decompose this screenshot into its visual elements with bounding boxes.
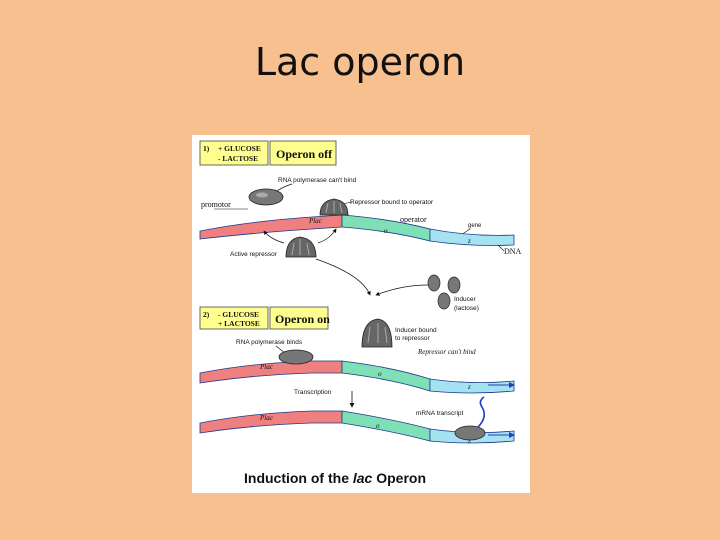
- state1-z-label: z: [467, 237, 471, 245]
- lac-operon-diagram: 1) + GLUCOSE - LACTOSE Operon off RNA po…: [199, 140, 522, 486]
- state1-condition-lactose: - LACTOSE: [218, 154, 258, 163]
- state3-plac-label: Plac: [259, 414, 274, 422]
- state1-rna-polymerase-note: RNA polymerase can't bind: [278, 177, 357, 184]
- state1-status: Operon off: [276, 147, 333, 161]
- state2-gene-region: [429, 378, 515, 394]
- state1-promoter-label: promotor: [201, 200, 231, 209]
- state1-rna-polymerase: [248, 188, 284, 206]
- state1-dna-label: DNA: [504, 247, 522, 256]
- state1-status-box: [269, 140, 337, 166]
- inducer-bound-label: Inducer bound: [395, 327, 437, 334]
- state3-z-label: z: [467, 437, 471, 445]
- state2-number: 2): [203, 310, 210, 319]
- inducer-molecules: [427, 274, 461, 310]
- figure-caption: Induction of the lac Operon: [244, 470, 426, 486]
- slide-title: Lac operon: [254, 40, 466, 84]
- state2-condition-box: [199, 306, 269, 330]
- state2-plac-label: Plac: [259, 363, 274, 371]
- state1-operator-label: operator: [400, 215, 427, 224]
- state1-repressor-bound-note: Repressor bound to operator: [350, 199, 434, 206]
- mrna-strand: [477, 396, 486, 428]
- inducer-bound-sublabel: to repressor: [395, 335, 431, 342]
- state2-rna-polymerase-note: RNA polymerase binds: [236, 339, 303, 346]
- state2-rna-polymerase: [278, 349, 314, 365]
- lac-operon-figure: 1) + GLUCOSE - LACTOSE Operon off RNA po…: [192, 135, 530, 493]
- state2-o-label: o: [378, 370, 382, 378]
- state3-rna-polymerase: [454, 425, 486, 441]
- state2-operator-region: [341, 360, 431, 392]
- inducer-bound-repressor: [361, 318, 393, 348]
- state1-number: 1): [203, 144, 210, 153]
- mrna-transcript-label: mRNA transcript: [416, 410, 464, 417]
- state1-condition-box: [199, 140, 269, 166]
- state1-gene-label: gene: [468, 223, 482, 229]
- inducer-sublabel: (lactose): [454, 305, 479, 312]
- state1-dna-strand: [199, 214, 515, 246]
- state2-condition-glucose: - GLUCOSE: [218, 310, 259, 319]
- state1-o-label: o: [384, 227, 388, 235]
- state1-active-repressor-label: Active repressor: [230, 251, 278, 258]
- state1-active-repressor: [285, 236, 317, 258]
- state2-dna-strand: [199, 360, 515, 394]
- state3-o-label: o: [376, 422, 380, 430]
- state1-plac-label: Plac: [308, 217, 323, 225]
- state2-status-box: [269, 306, 329, 330]
- transcription-label: Transcription: [294, 389, 332, 396]
- state2-condition-lactose: + LACTOSE: [218, 319, 260, 328]
- state2-z-label: z: [467, 383, 471, 391]
- state1-condition-glucose: + GLUCOSE: [218, 144, 261, 153]
- state1-gene-region: [429, 228, 515, 246]
- state2-status: Operon on: [275, 312, 330, 326]
- repressor-cant-bind-label: Repressor can't bind: [417, 348, 476, 356]
- inducer-label: Inducer: [454, 296, 477, 303]
